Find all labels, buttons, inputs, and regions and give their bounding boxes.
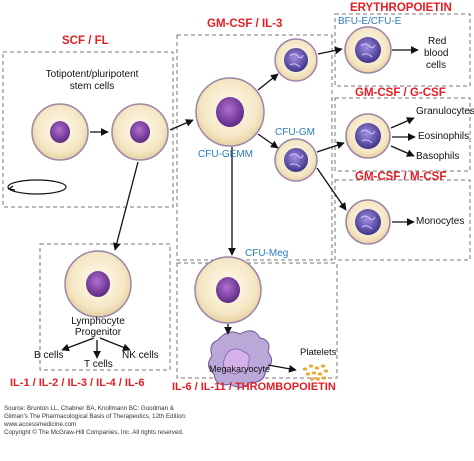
cfu-gemm-cell bbox=[195, 77, 265, 147]
arrow-mega-to-platelets bbox=[267, 364, 297, 373]
eosinophils-label: Eosinophils bbox=[418, 131, 470, 142]
monocytes-label: Monocytes bbox=[416, 216, 465, 227]
stem-cells-label-line1: Totipotent/pluripotent bbox=[45, 69, 139, 80]
gm-csf-il3-label: GM-CSF / IL-3 bbox=[207, 18, 283, 30]
self-renewal-arrow bbox=[7, 179, 67, 195]
cfu-meg-cell bbox=[194, 256, 262, 324]
lymphocyte-label-line2: Progenitor bbox=[74, 327, 122, 338]
megakaryocyte-cell bbox=[208, 330, 272, 388]
arrow-to-b-cells bbox=[61, 337, 95, 352]
arrow-stem-to-lymph bbox=[113, 161, 139, 251]
thrombopoietin-label: IL-6 / IL-11 / THROMBOPOIETIN bbox=[172, 381, 336, 393]
cfu-gm-cell bbox=[274, 138, 318, 182]
erythropoietin-label: ERYTHROPOIETIN bbox=[350, 2, 452, 14]
arrow-gemm-to-myeloid bbox=[257, 73, 279, 91]
arrow-stem-to-gemm bbox=[169, 119, 194, 131]
cfu-gm-label: CFU-GM bbox=[275, 127, 315, 138]
megakaryocyte-label: Megakaryocyte bbox=[209, 364, 271, 374]
basophils-label: Basophils bbox=[416, 151, 460, 162]
granulocytes-label: Granulocytes bbox=[416, 106, 474, 117]
granulocyte-box bbox=[334, 97, 471, 172]
nk-cells-label: NK cells bbox=[122, 350, 159, 361]
gm-csf-g-csf-label: GM-CSF / G-CSF bbox=[355, 87, 446, 99]
stem-cells-label-line2: stem cells bbox=[69, 81, 115, 92]
arrow-cfugm-to-monocyte bbox=[316, 167, 347, 211]
arrow-to-granulocytes bbox=[390, 117, 415, 129]
source-line3: www.accessmedicine.com bbox=[4, 421, 77, 428]
lymphocyte-box bbox=[39, 243, 171, 371]
red-blood-cells-line1: Red bbox=[428, 36, 447, 47]
b-cells-label: B cells bbox=[34, 350, 64, 361]
lymphocyte-progenitor-cell bbox=[64, 250, 132, 318]
megakaryocyte-box bbox=[176, 262, 338, 379]
myeloid-progenitor-cell bbox=[274, 38, 318, 82]
monocyte-box bbox=[334, 179, 471, 261]
cfu-gemm-label: CFU-GEMM bbox=[198, 149, 253, 160]
bfu-e-cell bbox=[344, 26, 392, 74]
stem-cell-box bbox=[2, 51, 174, 208]
arrow-cfugm-to-granulocyte bbox=[316, 141, 345, 153]
lymphocyte-label-line1: Lymphocyte bbox=[71, 316, 125, 327]
cfu-meg-label: CFU-Meg bbox=[245, 248, 289, 259]
source-line4: Copyright © The McGraw-Hill Companies, I… bbox=[4, 429, 184, 436]
t-cells-label: T cells bbox=[84, 359, 113, 370]
red-blood-cells-line2: blood bbox=[424, 48, 449, 59]
arrow-gemm-to-cfugm bbox=[257, 133, 279, 149]
arrow-to-nk-cells bbox=[99, 337, 131, 352]
granulocyte-progenitor-cell bbox=[345, 113, 391, 159]
scf-fl-label: SCF / FL bbox=[62, 35, 109, 47]
platelets-label: Platelets bbox=[300, 347, 337, 358]
monocyte-progenitor-cell bbox=[345, 199, 391, 245]
interleukins-label: IL-1 / IL-2 / IL-3 / IL-4 / IL-6 bbox=[10, 377, 145, 389]
source-line2: Gilman's The Pharmacological Basis of Th… bbox=[4, 413, 187, 420]
red-blood-cells-line3: cells bbox=[426, 60, 447, 71]
gm-csf-m-csf-label: GM-CSF / M-CSF bbox=[355, 171, 447, 183]
stem-cell-2 bbox=[111, 103, 169, 161]
arrow-to-basophils bbox=[390, 145, 415, 157]
stem-cell-1 bbox=[31, 103, 89, 161]
arrow-myeloid-to-bfue bbox=[317, 46, 343, 55]
platelets-cluster bbox=[302, 364, 329, 381]
source-line1: Source: Brunton LL, Chabner BA, Knollman… bbox=[4, 405, 174, 412]
bfu-cfu-e-label: BFU-E/CFU-E bbox=[338, 16, 402, 27]
